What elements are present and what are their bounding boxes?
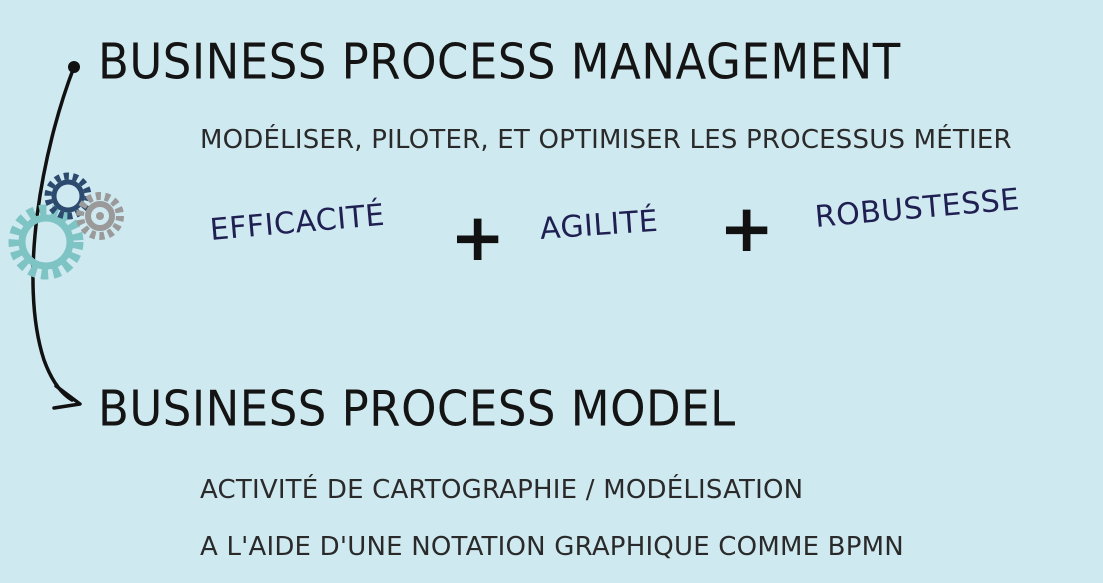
- grey-gear-icon: [76, 192, 124, 240]
- model-line-1: ACTIVITÉ DE CARTOGRAPHIE / MODÉLISATION: [200, 475, 804, 505]
- teal-gear-icon: [8, 204, 84, 280]
- gears-icon: [8, 172, 124, 280]
- model-line-2: A L'AIDE D'UNE NOTATION GRAPHIQUE COMME …: [200, 532, 904, 562]
- bp-model-heading: BUSINESS PROCESS MODEL: [98, 380, 736, 438]
- arrowhead-icon: [52, 384, 82, 410]
- bpm-heading: BUSINESS PROCESS MANAGEMENT: [98, 33, 901, 91]
- plus-sign-2: +: [719, 190, 775, 267]
- plus-sign-1: +: [450, 199, 506, 276]
- bpm-subtitle: MODÉLISER, PILOTER, ET OPTIMISER LES PRO…: [200, 125, 1012, 155]
- navy-gear-icon: [44, 172, 92, 220]
